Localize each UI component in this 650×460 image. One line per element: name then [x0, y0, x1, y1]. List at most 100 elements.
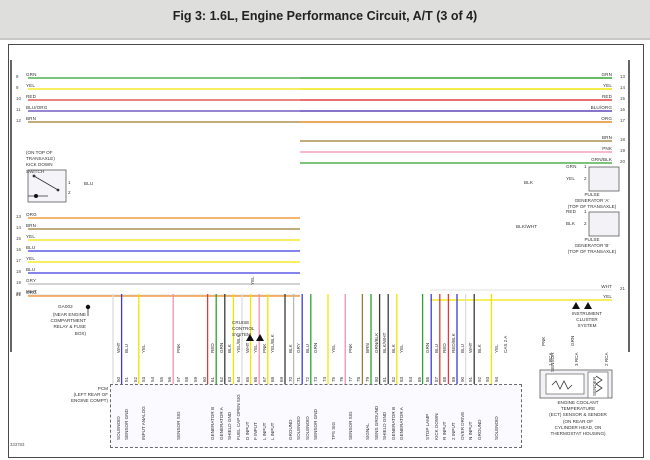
pcm-pin-number-55: 55 — [158, 376, 164, 382]
pcm-pin-function-77: SENSOR SIG — [347, 411, 353, 440]
pcm-pin-function-64: FUEL CAP OPEN SIG — [236, 394, 241, 440]
pcm-pin-function-82: GENERATOR B — [390, 406, 396, 440]
pcm-wire-color-65: WHT — [244, 342, 250, 353]
pcm-wire-color-66: YEL — [253, 344, 259, 353]
wire-label-left-8: GRN — [26, 72, 37, 77]
pcm-pin-function-94: SOLENOID — [494, 416, 499, 440]
pcm-pin-number-85: 85 — [416, 376, 422, 382]
pcm-pin-number-86: 86 — [425, 376, 431, 382]
pcm-wire-color-91: WHT — [468, 342, 474, 353]
wire-label-left-19: GRY — [26, 278, 37, 283]
pcm-wire-color-86: GRN — [425, 342, 431, 353]
pcm-pin-function-73: SENSOR GND — [313, 409, 319, 440]
pcm-pin-function-75: TPS SIG — [330, 421, 336, 440]
page-header: Fig 3: 1.6L, Engine Performance Circuit,… — [0, 0, 650, 40]
pcm-pin-number-78: 78 — [356, 376, 362, 382]
ground-name: GA002 — [58, 304, 73, 309]
pcm-pin-function-86: STOP LAMP — [425, 413, 431, 440]
pulse-gen-a-wire-2: YEL — [566, 176, 575, 181]
pcm-wire-color-81: BLK/WHT — [382, 332, 388, 353]
pcm-pin-number-58: 58 — [184, 376, 190, 382]
pcm-wire-color-68: YEL/BLK — [270, 334, 276, 353]
pcm-wire-color-62: GRN — [218, 342, 224, 353]
pcm-pin-number-81: 81 — [382, 376, 388, 382]
pulse-gen-a-shield-label: BLK — [524, 180, 533, 185]
pcm-wire-color-79: BRN — [365, 343, 370, 353]
pulse-gen-b-pin-2: 2 — [584, 221, 587, 226]
pcm-wire-color-80: GRN/BLK — [373, 332, 379, 353]
pcm-wire-color-61: RED — [210, 343, 216, 353]
pcm-pin-number-79: 79 — [365, 376, 370, 382]
pcm-pin-function-89: 2 INPUT — [451, 422, 456, 440]
pcm-wire-color-63: BLK — [227, 344, 233, 353]
pcm-pin-function-66: F INPUT — [253, 422, 259, 440]
pcm-wire-color-CAS 2 A: CAS 2 A — [502, 335, 508, 353]
pcm-pin-number-59: 59 — [193, 376, 198, 382]
wire-label-left-20: WHT — [26, 289, 37, 294]
wire-label-left-13: ORG — [26, 212, 37, 217]
pin-number-left-15: 15 — [16, 236, 21, 241]
pcm-pin-number-60: 60 — [201, 376, 207, 382]
pcm-wire-color-77: PNK — [347, 343, 353, 353]
wire-label-right-17: ORG — [601, 116, 612, 121]
pcm-pin-function-79: SIGNAL — [365, 423, 370, 440]
pin-number-right-20: 20 — [620, 159, 625, 164]
pcm-wire-color-83: YEL — [399, 344, 405, 353]
header-divider — [0, 38, 650, 40]
pcm-wire-color-50: WHT — [115, 342, 121, 353]
wire-label-left-18: BLU — [26, 267, 36, 272]
pin-number-left-8: 8 — [16, 74, 19, 79]
ect-pin-1: 1 RCA — [548, 352, 553, 366]
pcm-pin-number-53: 53 — [141, 376, 147, 382]
pcm-pin-function-71: SOLENOID — [296, 416, 302, 440]
pin-number-right-15: 15 — [620, 96, 625, 101]
pin-number-left-21: 21 — [16, 292, 21, 297]
pcm-pin-number-67: 67 — [261, 376, 267, 382]
pcm-pin-function-65: D INPUT — [244, 421, 250, 440]
pin-number-right-19: 19 — [620, 148, 625, 153]
pcm-wire-color-89: RED/BLK — [451, 333, 456, 353]
pcm-pin-number-73: 73 — [313, 376, 319, 382]
pcm-pin-number-82: 82 — [390, 376, 396, 382]
pcm-pin-function-88: R INPUT — [442, 421, 448, 440]
pulse-gen-a-pin-1: 1 — [584, 164, 587, 169]
pcm-wire-color-87: BLU — [433, 344, 439, 353]
pcm-pin-number-80: 80 — [373, 376, 379, 382]
pcm-pin-number-52: 52 — [132, 376, 138, 382]
pcm-pin-function-80: SENS GROUND — [373, 405, 379, 440]
pcm-pin-function-57: SENSOR SIG — [175, 411, 181, 440]
kick-down-pin-1: 1 — [68, 180, 71, 185]
pcm-pin-number-57: 57 — [175, 376, 181, 382]
pin-number-left-14: 14 — [16, 225, 21, 230]
wire-label-left-21: ORG — [26, 290, 37, 295]
pin-number-left-12: 12 — [16, 118, 21, 123]
ect-pin-2: 2 RCA — [604, 352, 609, 366]
pcm-wire-color-92: BLK — [476, 344, 482, 353]
pcm-wire-color-67: PNK — [261, 343, 267, 353]
pcm-pin-function-92: GROUND — [476, 419, 482, 440]
pulse-gen-b-wire-2: BLK — [566, 221, 575, 226]
pcm-pin-function-61: GENERATOR B — [210, 406, 216, 440]
figure-id: 333783 — [10, 442, 25, 447]
wire-label-left-11: BLU/ORG — [26, 105, 48, 110]
pcm-wire-color-71: GRY — [296, 343, 302, 353]
wire-label-left-14: BRN — [26, 223, 36, 228]
pcm-pin-number-75: 75 — [330, 376, 336, 382]
pcm-pin-number-68: 68 — [270, 376, 276, 382]
pcm-pin-number-54: 54 — [150, 376, 155, 382]
pcm-wire-color-64: YEL/BLK — [236, 334, 241, 353]
pcm-wire-color-88: RED — [442, 343, 448, 353]
pcm-wire-color-82: BLK — [390, 344, 396, 353]
pcm-pin-function-70: GROUND — [287, 419, 293, 440]
pcm-wire-color-72: BLU — [304, 344, 310, 353]
wire-label-left-9: YEL — [26, 83, 35, 88]
pcm-pin-number-69: 69 — [279, 376, 284, 382]
wire-label-right-19: PNK — [602, 146, 612, 151]
pcm-pin-number-91: 91 — [468, 376, 474, 382]
wire-label-right-18: BRN — [602, 135, 612, 140]
pcm-pin-number-77: 77 — [347, 376, 353, 382]
